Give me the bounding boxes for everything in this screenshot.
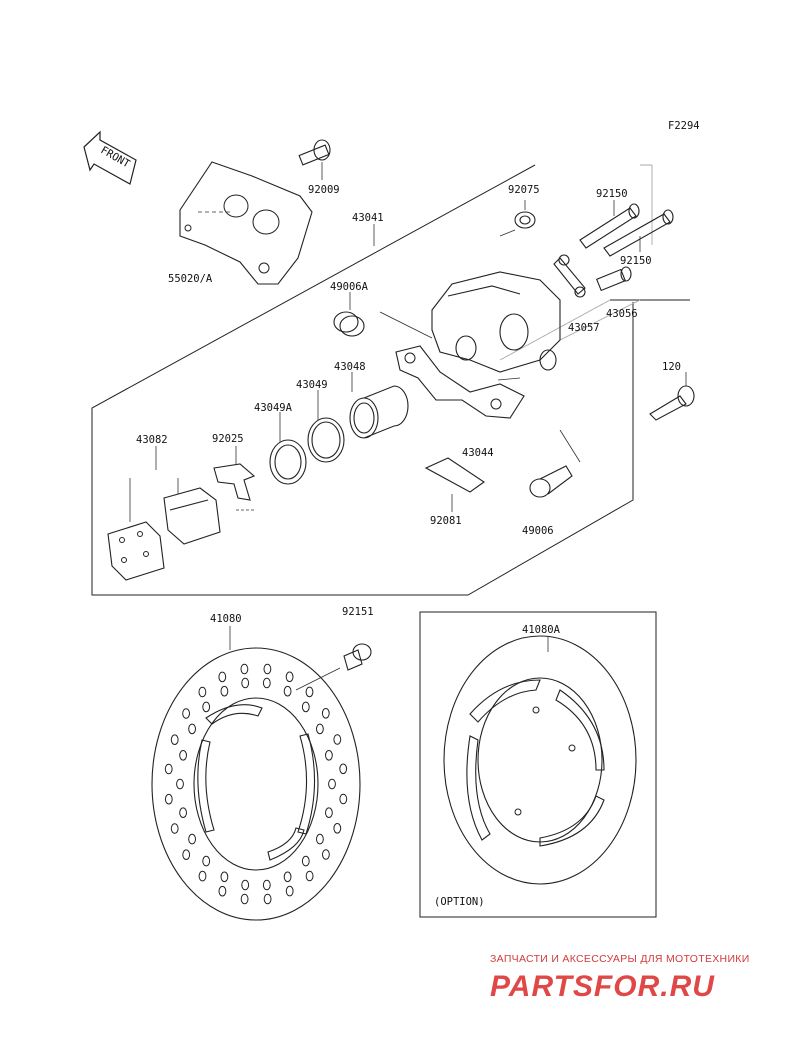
seal-43049A (269, 439, 307, 485)
leader-lines (155, 200, 641, 470)
caliper-body (379, 271, 561, 373)
drill-hole (301, 855, 310, 867)
drill-hole (339, 763, 348, 775)
label-43056: 43056 (606, 308, 638, 320)
label-92009: 92009 (308, 184, 340, 196)
drill-hole (188, 723, 197, 735)
drill-hole (262, 879, 271, 891)
label-49006: 49006 (522, 525, 554, 537)
drill-hole (179, 807, 188, 819)
drill-hole (316, 833, 324, 845)
seal-43049 (307, 417, 345, 463)
label-120: 120 (662, 361, 681, 373)
label-43048: 43048 (334, 361, 366, 373)
drill-hole (263, 893, 272, 905)
option-frame (419, 611, 657, 918)
drill-hole (170, 823, 179, 834)
shim-92081 (424, 457, 485, 512)
drill-hole (305, 870, 314, 882)
drill-hole (301, 701, 310, 713)
drill-hole (240, 663, 249, 675)
drill-hole (241, 879, 250, 891)
bolt-120 (649, 372, 695, 421)
drill-hole (220, 871, 229, 883)
drill-hole (325, 807, 333, 819)
drill-hole (321, 708, 330, 719)
drill-hole (164, 763, 173, 775)
bolt-92009 (298, 139, 331, 180)
drill-hole (202, 855, 211, 867)
drill-hole (218, 885, 227, 897)
bushing-49006A (333, 292, 365, 337)
brake-pad-43082-b (163, 478, 221, 545)
label-43049: 43049 (296, 379, 328, 391)
brake-disc-41080 (151, 626, 361, 921)
drill-hole (202, 701, 211, 713)
drill-hole (198, 686, 207, 698)
drill-hole (263, 663, 272, 675)
brake-disc-41080A (443, 635, 637, 885)
watermark-brand: PARTSFOR.RU (490, 970, 715, 1003)
pad-spring-92025 (213, 463, 256, 511)
piston-43048 (349, 385, 409, 439)
drill-hole (198, 870, 207, 882)
drill-hole (333, 823, 342, 834)
drill-hole (240, 893, 249, 905)
label-92081: 92081 (430, 515, 462, 527)
drill-hole (339, 793, 348, 805)
label-92151: 92151 (342, 606, 374, 618)
label-55020: 55020/A (168, 273, 213, 285)
drill-hole (305, 686, 314, 698)
drill-hole (179, 750, 188, 761)
label-92075: 92075 (508, 184, 540, 196)
watermark: ЗАПЧАСТИ И АКСЕССУАРЫ ДЛЯ МОТОТЕХНИКИ PA… (490, 953, 750, 1003)
label-43041: 43041 (352, 212, 384, 224)
drill-hole (283, 871, 292, 883)
caliper-bracket-55020 (179, 161, 313, 285)
drill-hole (170, 734, 179, 746)
front-arrow-icon: FRONT (83, 130, 137, 185)
cap-43056 (595, 266, 632, 292)
drill-hole (262, 677, 271, 689)
bleeder-43057 (553, 254, 586, 298)
pin-92150-a (579, 203, 640, 249)
disc-bolt-92151 (295, 643, 372, 691)
label-41080A: 41080A (522, 624, 561, 636)
drill-hole (285, 671, 294, 683)
drill-hole (182, 849, 191, 861)
option-label: (OPTION) (434, 896, 485, 908)
label-92150-a: 92150 (596, 188, 628, 200)
drill-hole (285, 885, 294, 897)
drill-hole (325, 750, 333, 761)
drill-hole (283, 685, 292, 697)
drill-hole (218, 671, 227, 683)
pin-boot-92075 (499, 200, 536, 237)
label-92025: 92025 (212, 433, 244, 445)
caliper-assembly-frame (91, 164, 634, 596)
label-49006A: 49006A (330, 281, 369, 293)
caliper-holder (395, 345, 525, 419)
drill-hole (176, 778, 184, 790)
label-43082: 43082 (136, 434, 168, 446)
drill-hole (220, 685, 229, 697)
drill-hole (241, 677, 250, 689)
brake-pad-43082-a (107, 478, 165, 581)
drill-hole (182, 708, 191, 719)
drill-hole (322, 849, 330, 860)
drill-hole (316, 723, 324, 735)
drill-hole (188, 833, 197, 845)
label-41080: 41080 (210, 613, 242, 625)
label-43057: 43057 (568, 322, 600, 334)
label-43049A: 43049A (254, 402, 293, 414)
watermark-subtitle: ЗАПЧАСТИ И АКСЕССУАРЫ ДЛЯ МОТОТЕХНИКИ (490, 953, 750, 965)
label-43044: 43044 (462, 447, 494, 459)
figure-code: F2294 (668, 120, 700, 132)
label-92150-b: 92150 (620, 255, 652, 267)
drill-hole (333, 734, 342, 745)
slide-pin-49006 (529, 429, 581, 498)
pin-92150-b (603, 209, 674, 257)
drill-hole (328, 778, 336, 790)
drill-hole (164, 793, 173, 805)
